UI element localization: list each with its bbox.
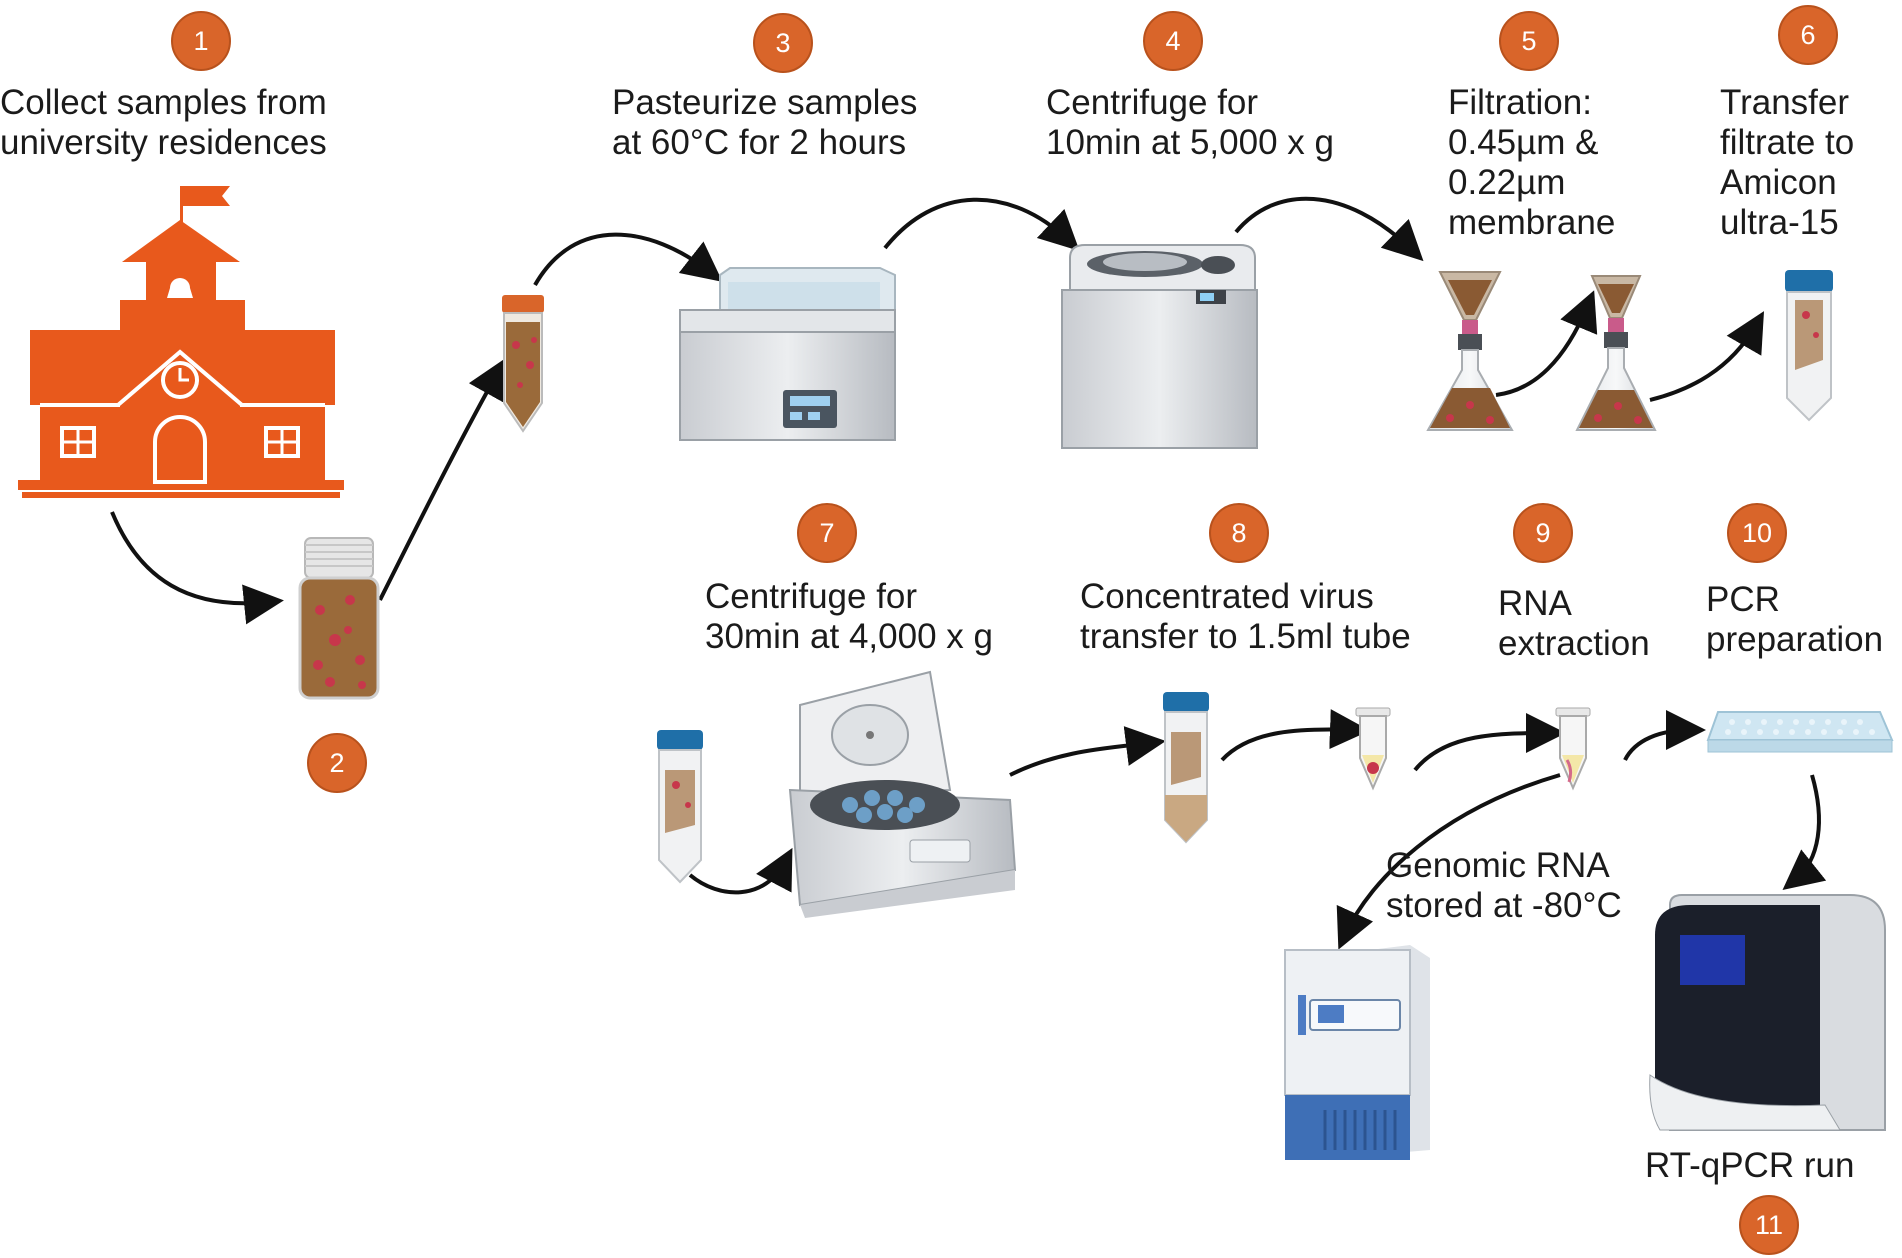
step-6-label-line: filtrate to bbox=[1720, 123, 1855, 162]
arrow-7-to-8 bbox=[1009, 726, 1166, 777]
step-1-label: Collect samples from university residenc… bbox=[0, 83, 327, 163]
step-7-label: Centrifuge for 30min at 4,000 x g bbox=[705, 577, 993, 657]
step-badge-8: 8 bbox=[1206, 500, 1272, 566]
flow-arrows bbox=[110, 196, 1827, 950]
centrifuge-icon bbox=[1061, 244, 1258, 449]
freezer-icon bbox=[1284, 945, 1430, 1160]
filter-flask-icon bbox=[1575, 275, 1657, 431]
storage-label-line: stored at -80°C bbox=[1386, 886, 1622, 925]
benchtop-centrifuge-icon bbox=[788, 670, 1017, 918]
step-11-label-line: RT-qPCR run bbox=[1645, 1146, 1855, 1185]
step-badge-11: 11 bbox=[1736, 1192, 1802, 1258]
arrow-3-to-4 bbox=[883, 197, 1080, 252]
step-badge-9: 9 bbox=[1510, 500, 1576, 566]
step-6-label: Transfer filtrate to Amicon ultra-15 bbox=[1720, 83, 1854, 243]
step-10-label-line: preparation bbox=[1706, 620, 1884, 659]
amicon-tube-icon bbox=[1785, 270, 1833, 422]
sample-tube-icon bbox=[502, 295, 544, 433]
step-4-label-line: 10min at 5,000 x g bbox=[1046, 123, 1334, 162]
step-11-label: RT-qPCR run bbox=[1645, 1146, 1854, 1186]
step-7-label-line: 30min at 4,000 x g bbox=[705, 617, 993, 656]
step-6-label-line: Amicon bbox=[1720, 163, 1837, 202]
microtube-icon bbox=[1555, 707, 1591, 791]
arrow-5-to-6 bbox=[1649, 311, 1765, 402]
step-5-label-line: 0.45µm & bbox=[1448, 123, 1599, 162]
step-6-label-line: ultra-15 bbox=[1720, 203, 1839, 242]
step-badge-7: 7 bbox=[794, 500, 860, 566]
arrow-9-to-freezer bbox=[1336, 773, 1561, 950]
step-badge-3: 3 bbox=[750, 10, 816, 76]
step-3-label-line: Pasteurize samples bbox=[612, 83, 918, 122]
step-6-label-line: Transfer bbox=[1720, 83, 1850, 122]
step-9-label: RNA extraction bbox=[1498, 584, 1650, 664]
step-8-label-line: Concentrated virus bbox=[1080, 577, 1374, 616]
step-1-label-line: Collect samples from bbox=[0, 83, 327, 122]
step-3-label-line: at 60°C for 2 hours bbox=[612, 123, 907, 162]
step-badge-5: 5 bbox=[1496, 8, 1562, 74]
step-4-label: Centrifuge for 10min at 5,000 x g bbox=[1046, 83, 1334, 163]
step-badge-4: 4 bbox=[1140, 8, 1206, 74]
qpcr-machine-icon bbox=[1649, 894, 1886, 1131]
sample-tube-icon bbox=[657, 730, 703, 884]
step-10-label-line: PCR bbox=[1706, 580, 1780, 619]
step-5-label-line: 0.22µm bbox=[1448, 163, 1566, 202]
step-1-label-line: university residences bbox=[0, 123, 327, 162]
step-10-label: PCR preparation bbox=[1706, 580, 1883, 660]
step-8-label: Concentrated virus transfer to 1.5ml tub… bbox=[1080, 577, 1411, 657]
arrow-8-to-microtube bbox=[1220, 709, 1370, 762]
step-9-label-line: extraction bbox=[1498, 624, 1650, 663]
arrow-microtube-to-9 bbox=[1413, 713, 1566, 772]
arrow-flask-to-flask bbox=[1495, 290, 1598, 397]
arrow-10-to-11 bbox=[1782, 774, 1827, 891]
pcr-plate-icon bbox=[1706, 711, 1894, 753]
arrow-2-to-tube bbox=[378, 358, 506, 601]
step-9-label-line: RNA bbox=[1498, 584, 1572, 623]
school-building-icon bbox=[18, 186, 344, 498]
arrow-4-to-5 bbox=[1234, 196, 1424, 262]
step-7-label-line: Centrifuge for bbox=[705, 577, 918, 616]
step-4-label-line: Centrifuge for bbox=[1046, 83, 1259, 122]
step-badge-10: 10 bbox=[1724, 500, 1790, 566]
water-bath-icon bbox=[679, 267, 896, 441]
arrow-1-to-2 bbox=[110, 511, 284, 625]
sample-bottle-icon bbox=[298, 537, 380, 700]
filter-flask-icon bbox=[1426, 271, 1514, 431]
step-5-label-line: membrane bbox=[1448, 203, 1616, 242]
sample-tube-icon bbox=[1163, 692, 1209, 844]
step-badge-1: 1 bbox=[168, 8, 234, 74]
step-badge-2: 2 bbox=[304, 730, 370, 796]
step-5-label: Filtration: 0.45µm & 0.22µm membrane bbox=[1448, 83, 1615, 243]
step-badge-6: 6 bbox=[1775, 2, 1841, 68]
storage-label: Genomic RNA stored at -80°C bbox=[1386, 846, 1622, 926]
step-5-label-line: Filtration: bbox=[1448, 83, 1592, 122]
storage-label-line: Genomic RNA bbox=[1386, 846, 1610, 885]
arrow-tube-to-3 bbox=[533, 232, 723, 286]
step-8-label-line: transfer to 1.5ml tube bbox=[1080, 617, 1411, 656]
microtube-icon bbox=[1355, 707, 1391, 791]
arrow-tube-to-7 bbox=[688, 847, 793, 895]
arrow-9-to-10 bbox=[1623, 710, 1706, 761]
step-3-label: Pasteurize samples at 60°C for 2 hours bbox=[612, 83, 917, 163]
